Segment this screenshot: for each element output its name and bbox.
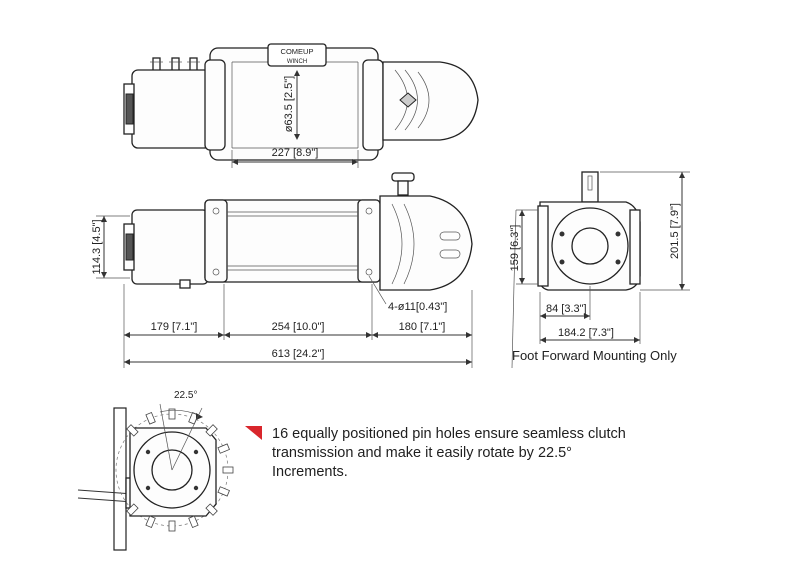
brand-logo: COMEUP WINCH <box>267 43 327 67</box>
pin-hole <box>126 503 139 516</box>
clutch-lever-icon <box>399 92 417 108</box>
bolt-spacing-label: 254 [10.0"] <box>272 321 325 333</box>
pin-holes <box>126 408 234 532</box>
end-mount-width-label: 84 [3.3"] <box>546 303 587 315</box>
clutch-detail: 22.5° <box>77 390 262 551</box>
note-line-2: transmission and make it easily rotate b… <box>272 445 572 461</box>
note-marker-icon <box>245 426 262 440</box>
svg-text:COMEUP: COMEUP <box>281 47 314 56</box>
clutch-note: 16 equally positioned pin holes ensure s… <box>272 425 692 482</box>
terminal-posts <box>150 57 200 72</box>
pin-hole <box>168 520 176 532</box>
drum-length-label: 227 [8.9"] <box>272 147 319 159</box>
end-view: 159 [6.3"] 201.5 [7.9"] 84 [3.3"] 184.2 … <box>509 171 690 369</box>
motor-length-label: 179 [7.1"] <box>151 321 198 333</box>
pin-hole <box>205 424 218 437</box>
side-gearbox <box>379 195 473 291</box>
pin-hole <box>217 486 230 497</box>
pin-hole <box>126 424 139 437</box>
pin-hole <box>168 408 176 420</box>
side-motor <box>131 209 209 285</box>
pin-hole <box>145 412 156 425</box>
top-motor <box>131 69 211 149</box>
drum-diameter-label: ø63.5 [2.5"] <box>283 76 295 133</box>
angle-label: 22.5° <box>174 390 197 401</box>
pin-hole <box>222 466 234 474</box>
overall-length-label: 613 [24.2"] <box>272 348 325 360</box>
pin-hole <box>217 443 230 454</box>
top-view: COMEUP WINCH ø63.5 [2.5"] 227 [8.9"] <box>123 43 479 168</box>
end-mount-height-label: 159 [6.3"] <box>509 225 521 272</box>
side-height-label: 114.3 [4.5"] <box>91 219 103 274</box>
pin-hole <box>205 503 218 516</box>
side-view: 114.3 [4.5"] 179 [7.1"] 254 [10.0"] 180 … <box>91 172 473 368</box>
mount-holes-label: 4-ø11[0.43"] <box>388 301 447 313</box>
note-line-1: 16 equally positioned pin holes ensure s… <box>272 426 626 442</box>
top-gearbox <box>382 61 479 141</box>
end-overall-width-label: 184.2 [7.3"] <box>558 327 614 339</box>
note-line-3: Increments. <box>272 464 348 480</box>
mounting-caption: Foot Forward Mounting Only <box>512 348 677 363</box>
gear-length-label: 180 [7.1"] <box>399 321 446 333</box>
pin-hole <box>188 515 199 528</box>
end-overall-height-label: 201.5 [7.9"] <box>669 203 681 259</box>
svg-text:WINCH: WINCH <box>287 59 307 65</box>
pin-hole <box>145 515 156 528</box>
